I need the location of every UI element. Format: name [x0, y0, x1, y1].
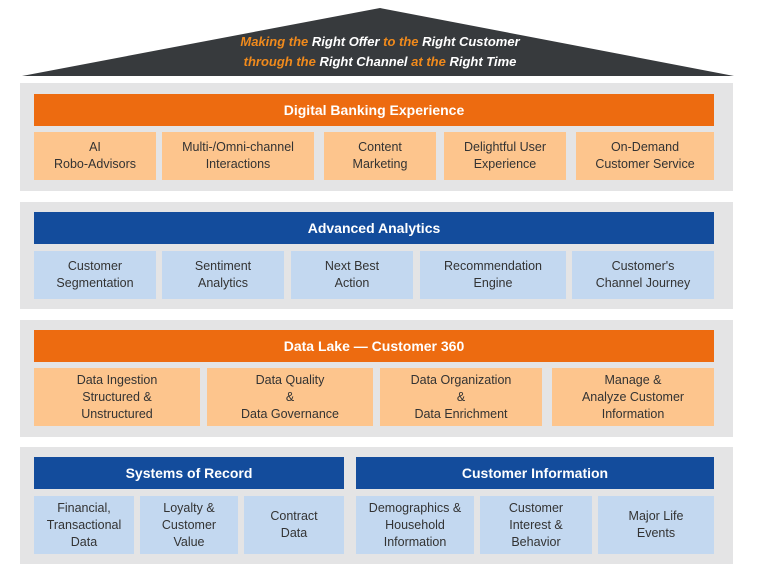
- systems-of-record-header: Systems of Record: [34, 457, 344, 489]
- data-ingestion-box: Data Ingestion Structured & Unstructured: [34, 368, 200, 426]
- roof-line2-part1: through the: [243, 54, 320, 69]
- roof-line2-part2: Right Channel: [319, 54, 408, 69]
- interest-behavior-box: Customer Interest & Behavior: [480, 496, 592, 554]
- ai-robo-advisors-box: AI Robo-Advisors: [34, 132, 156, 180]
- channel-journey-box: Customer's Channel Journey: [572, 251, 714, 299]
- roof-tagline-line2: through the Right Channel at the Right T…: [0, 52, 760, 72]
- advanced-analytics-header: Advanced Analytics: [34, 212, 714, 244]
- digital-banking-header: Digital Banking Experience: [34, 94, 714, 126]
- roof-line1-part4: Right Customer: [422, 34, 520, 49]
- content-marketing-box: Content Marketing: [324, 132, 436, 180]
- delightful-ux-box: Delightful User Experience: [444, 132, 566, 180]
- data-quality-box: Data Quality & Data Governance: [207, 368, 373, 426]
- contract-data-box: Contract Data: [244, 496, 344, 554]
- roof-tagline-line1: Making the Right Offer to the Right Cust…: [0, 32, 760, 52]
- customer-information-header: Customer Information: [356, 457, 714, 489]
- financial-data-box: Financial, Transactional Data: [34, 496, 134, 554]
- recommendation-engine-box: Recommendation Engine: [420, 251, 566, 299]
- roof: [22, 8, 734, 76]
- roof-line1-part1: Making the: [240, 34, 312, 49]
- next-best-action-box: Next Best Action: [291, 251, 413, 299]
- roof-line2-part3: at the: [407, 54, 450, 69]
- loyalty-value-box: Loyalty & Customer Value: [140, 496, 238, 554]
- roof-line2-part4: Right Time: [449, 54, 517, 69]
- omni-channel-box: Multi-/Omni-channel Interactions: [162, 132, 314, 180]
- manage-analyze-box: Manage & Analyze Customer Information: [552, 368, 714, 426]
- on-demand-service-box: On-Demand Customer Service: [576, 132, 714, 180]
- demographics-box: Demographics & Household Information: [356, 496, 474, 554]
- roof-line1-part3: to the: [379, 34, 423, 49]
- sentiment-analytics-box: Sentiment Analytics: [162, 251, 284, 299]
- roof-line1-part2: Right Offer: [311, 34, 380, 49]
- data-lake-header: Data Lake — Customer 360: [34, 330, 714, 362]
- customer-segmentation-box: Customer Segmentation: [34, 251, 156, 299]
- data-organization-box: Data Organization & Data Enrichment: [380, 368, 542, 426]
- major-life-events-box: Major Life Events: [598, 496, 714, 554]
